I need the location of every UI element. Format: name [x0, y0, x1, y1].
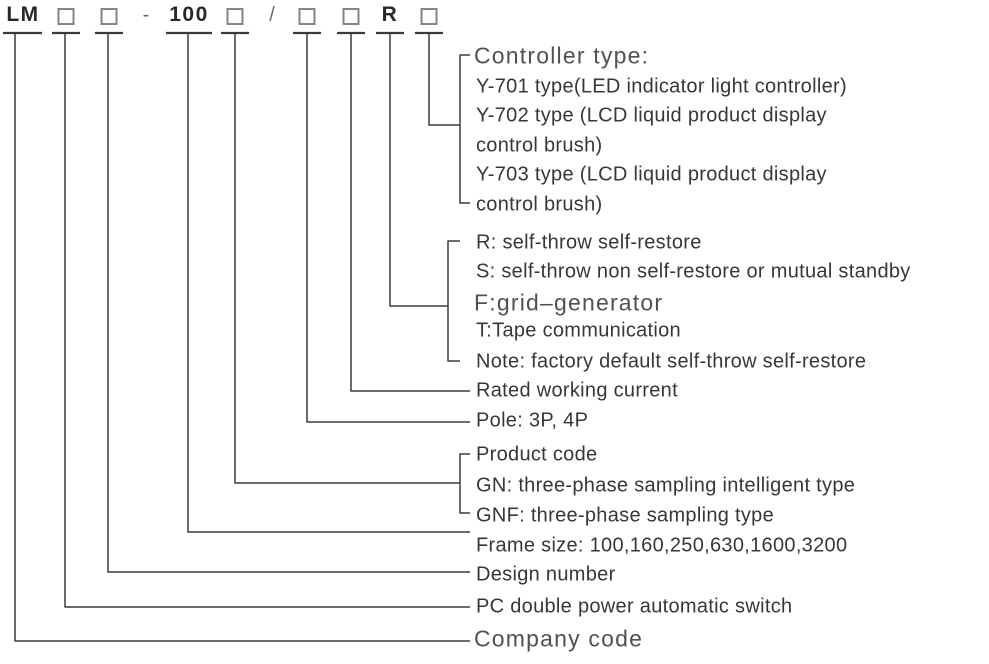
token-pole-box — [298, 8, 316, 25]
token-controller-box — [420, 8, 438, 25]
label-switch-type: PC double power automatic switch — [476, 595, 793, 618]
label-controller-y702: Y-702 type (LCD liquid product display — [476, 104, 827, 127]
token-separator-slash: / — [269, 4, 275, 26]
label-company-code: Company code — [474, 625, 644, 652]
label-design-number: Design number — [476, 563, 616, 586]
label-controller-y703-cont: control brush) — [476, 193, 603, 216]
label-controller-y701: Y-701 type(LED indicator light controlle… — [476, 75, 847, 98]
label-mode-s: S: self-throw non self-restore or mutual… — [476, 260, 911, 283]
label-rated-current: Rated working current — [476, 379, 678, 402]
token-product-code-box — [226, 8, 244, 25]
label-controller-y703: Y-703 type (LCD liquid product display — [476, 163, 827, 186]
token-mode-default: R — [381, 3, 399, 26]
label-mode-f: F:grid–generator — [474, 289, 664, 316]
label-pole: Pole: 3P, 4P — [476, 409, 589, 432]
label-mode-r: R: self-throw self-restore — [476, 231, 702, 254]
label-product-code: Product code — [476, 443, 598, 466]
token-current-box — [342, 8, 360, 25]
label-mode-note: Note: factory default self-throw self-re… — [476, 350, 867, 373]
label-controller-y702-cont: control brush) — [476, 134, 603, 157]
token-design-number-box — [100, 8, 118, 25]
label-product-gnf: GNF: three-phase sampling type — [476, 504, 775, 527]
token-company-code: LM — [6, 3, 40, 26]
token-separator-dash: - — [142, 4, 150, 26]
token-switch-type-box — [57, 8, 75, 25]
token-frame-size: 100 — [169, 3, 209, 26]
label-frame-size: Frame size: 100,160,250,630,1600,3200 — [476, 534, 848, 557]
label-controller-type-title: Controller type: — [474, 42, 650, 69]
label-product-gn: GN: three-phase sampling intelligent typ… — [476, 474, 856, 497]
label-mode-t: T:Tape communication — [476, 319, 681, 342]
